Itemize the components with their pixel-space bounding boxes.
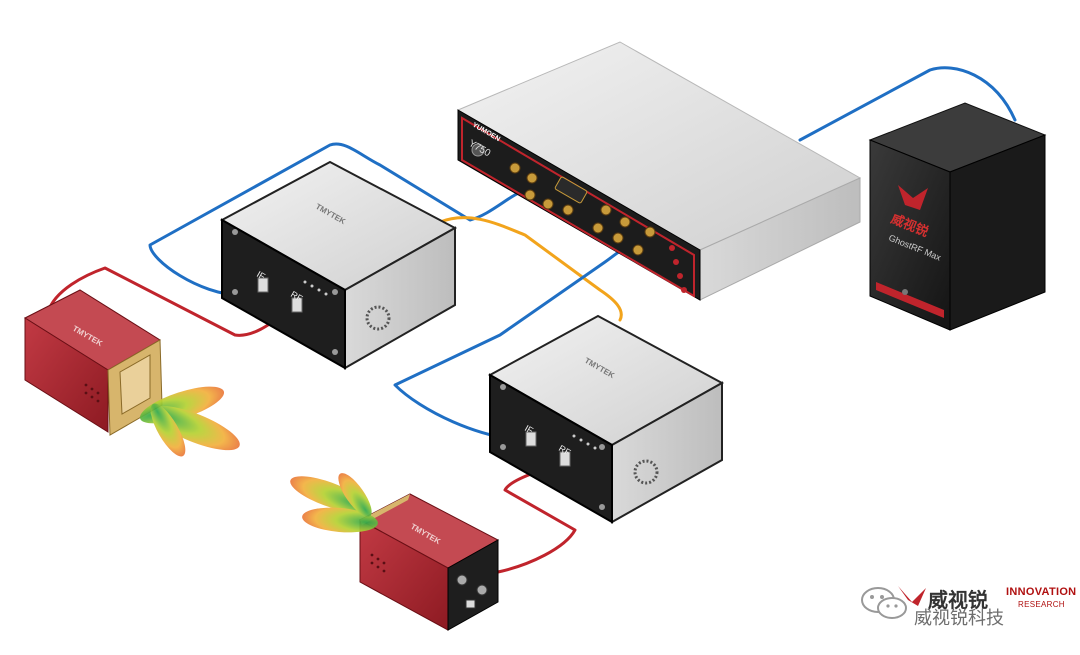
antenna-2: TMYTEK	[290, 473, 500, 631]
signal-analyzer: Y750 YUMOEN	[456, 41, 862, 301]
cable-blue-converter1	[148, 142, 527, 297]
watermark-innovation: INNOVATION	[1006, 586, 1077, 598]
cable-orange	[438, 216, 623, 322]
server-logo-icon	[898, 185, 928, 210]
cables	[46, 66, 1017, 574]
ghostrf-server: 威视锐 GhostRF Max	[868, 102, 1047, 331]
wechat-icon	[861, 587, 907, 619]
converter-2: IF RF TMYTEK	[487, 314, 725, 524]
brand-logo-icon	[898, 586, 926, 606]
watermark-account: 威视锐科技	[914, 608, 1004, 629]
antenna-1-beam	[139, 386, 240, 457]
converter-1: IF RF TMYTEK	[219, 160, 458, 370]
antenna-2-beam	[290, 473, 378, 533]
cable-blue-server	[798, 66, 1017, 142]
watermark: 威视锐 威视锐科技 INNOVATION RESEARCH	[858, 578, 1076, 648]
watermark-research: RESEARCH	[1018, 600, 1065, 609]
watermark-brand: 威视锐	[928, 588, 988, 612]
antenna-1: TMYTEK	[23, 289, 240, 457]
